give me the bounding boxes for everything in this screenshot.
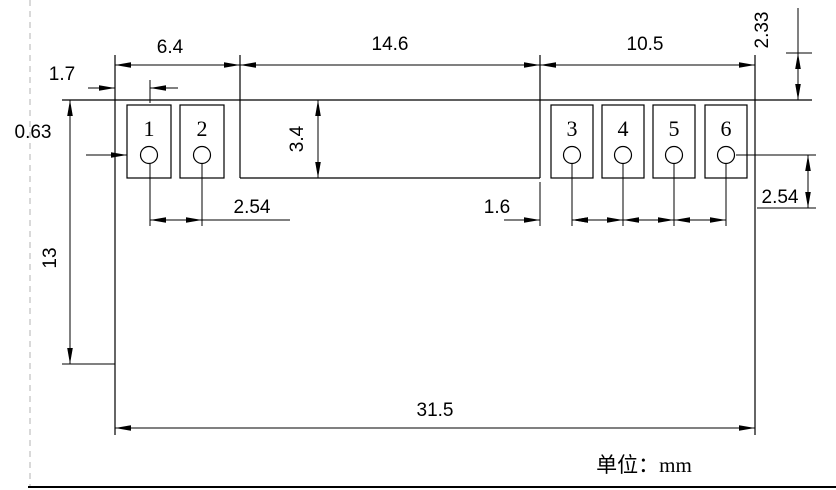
unit-label: 单位：mm [596,453,692,477]
hole-1 [139,145,159,165]
dim-label-pad6-row-pitch: 2.54 [762,187,799,208]
pad-3-number: 3 [567,116,578,141]
hole-5 [664,145,684,165]
dim-label-pads12-width: 6.4 [157,37,184,58]
dim-label-pad3-gap: 1.6 [484,197,510,218]
hole-4 [613,145,633,165]
hole-2 [192,145,212,165]
pad-1 [126,104,172,179]
dim-label-slot-height: 3.4 [287,125,308,152]
dim-label-center-width: 14.6 [372,34,409,55]
hole-6 [716,145,736,165]
pad-5-number: 5 [669,116,680,141]
dim-label-top-right-offset: 2.33 [752,12,773,49]
dim-label-pads36-width: 10.5 [627,34,664,55]
dim-label-pad12-pitch: 2.54 [234,197,271,218]
pad-4-number: 4 [618,116,629,141]
dim-label-edge-to-hole: 0.63 [15,122,52,143]
pad-1-number: 1 [144,116,155,141]
pad-2-number: 2 [197,116,208,141]
dim-label-overall-width: 31.5 [417,400,454,421]
hole-3 [562,145,582,165]
pad-6-number: 6 [721,116,732,141]
dim-label-pad1-offset: 1.7 [49,64,75,85]
dim-label-body-height: 13 [40,247,61,268]
